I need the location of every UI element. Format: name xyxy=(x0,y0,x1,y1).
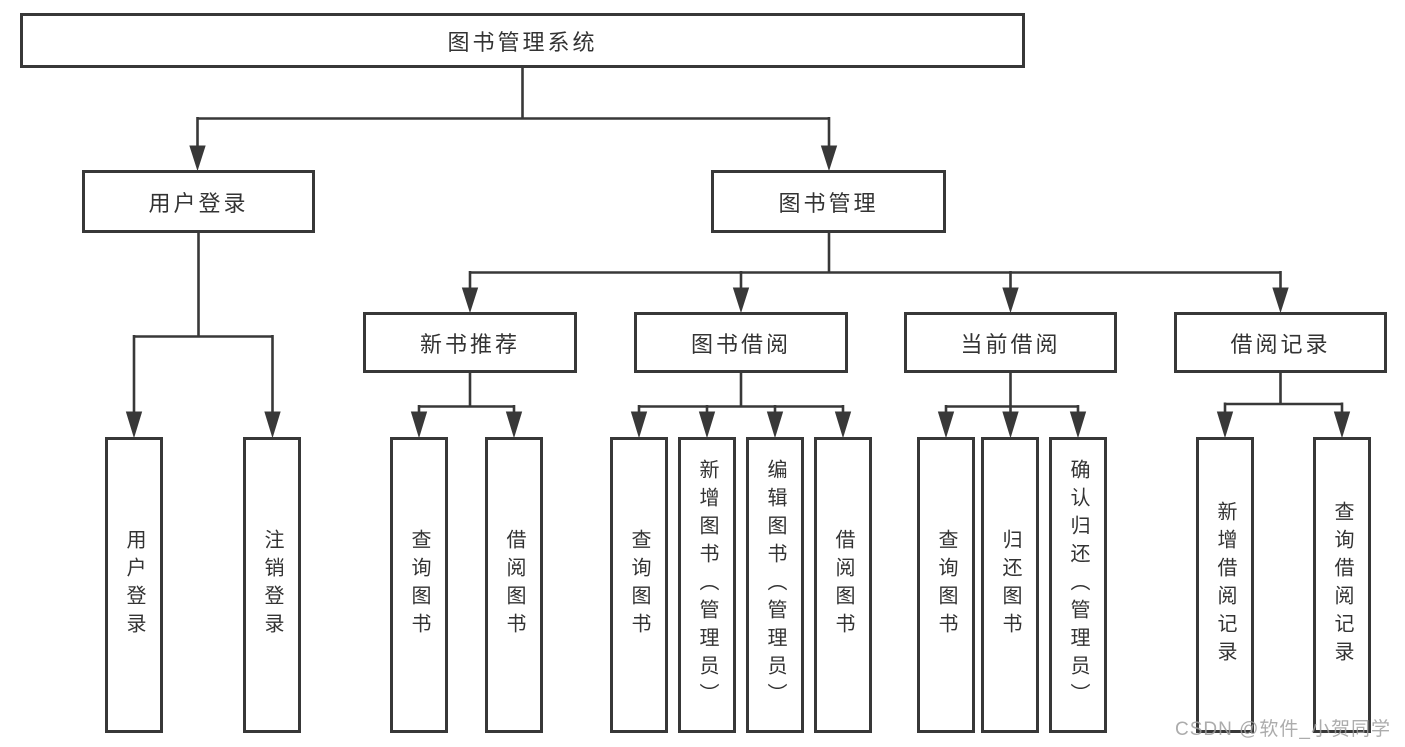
connector-newbookrec-to-leaves xyxy=(410,373,523,439)
connector-bookborrow-to-leaves xyxy=(630,373,852,439)
connector-currentborrow-to-leaves xyxy=(937,373,1087,439)
leaf-add-book-admin: 新增图书（管理员） xyxy=(678,437,736,733)
leaf-add-borrow-record: 新增借阅记录 xyxy=(1196,437,1254,733)
leaf-query-book-recommend: 查询图书 xyxy=(390,437,448,733)
leaf-query-book-current: 查询图书 xyxy=(917,437,975,733)
connector-bookmgmt-to-level3 xyxy=(461,233,1289,314)
leaf-logout: 注销登录 xyxy=(243,437,301,733)
node-borrow-record: 借阅记录 xyxy=(1174,312,1387,373)
csdn-watermark: CSDN @软件_小贺同学 xyxy=(1175,719,1391,740)
leaf-query-borrow-record: 查询借阅记录 xyxy=(1313,437,1371,733)
node-current-borrow: 当前借阅 xyxy=(904,312,1117,373)
node-user-login: 用户登录 xyxy=(82,170,315,233)
leaf-edit-book-admin: 编辑图书（管理员） xyxy=(746,437,804,733)
leaf-query-book-borrow: 查询图书 xyxy=(610,437,668,733)
leaf-return-book: 归还图书 xyxy=(981,437,1039,733)
node-book-borrow: 图书借阅 xyxy=(634,312,848,373)
leaf-confirm-return-admin: 确认归还（管理员） xyxy=(1049,437,1107,733)
connector-root-to-level2 xyxy=(189,68,838,172)
node-book-management: 图书管理 xyxy=(711,170,946,233)
leaf-borrow-book-recommend: 借阅图书 xyxy=(485,437,543,733)
node-root: 图书管理系统 xyxy=(20,13,1025,68)
leaf-user-login: 用户登录 xyxy=(105,437,163,733)
connector-userlogin-to-leaves xyxy=(125,233,281,439)
leaf-borrow-book: 借阅图书 xyxy=(814,437,872,733)
node-new-book-recommend: 新书推荐 xyxy=(363,312,577,373)
connector-borrowrecord-to-leaves xyxy=(1216,373,1351,439)
